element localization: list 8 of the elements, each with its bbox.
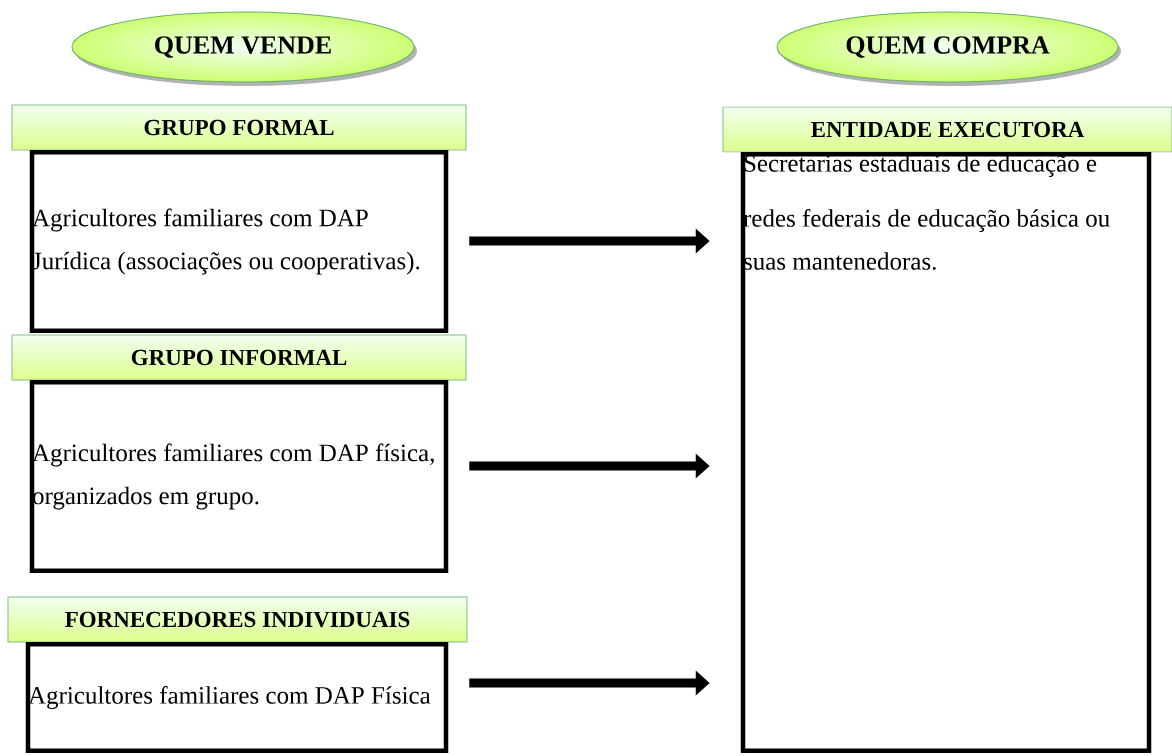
header-band: ENTIDADE EXECUTORA: [722, 106, 1172, 153]
text-box: Agricultores familiares com DAP Física: [25, 642, 449, 753]
text-box: Secretarias estaduais de educação e redes federais de educação básica ou suas mantenedoras.: [740, 152, 1152, 753]
text-box: Agricultores familiares com DAP Jurídica (associações ou cooperativas).: [29, 150, 449, 333]
header-band: FORNECEDORES INDIVIDUAIS: [7, 596, 468, 643]
text-box: Agricultores familiares com DAP física, organizados em grupo.: [29, 380, 449, 573]
header-band: GRUPO FORMAL: [11, 104, 467, 151]
header-band: GRUPO INFORMAL: [11, 334, 467, 381]
